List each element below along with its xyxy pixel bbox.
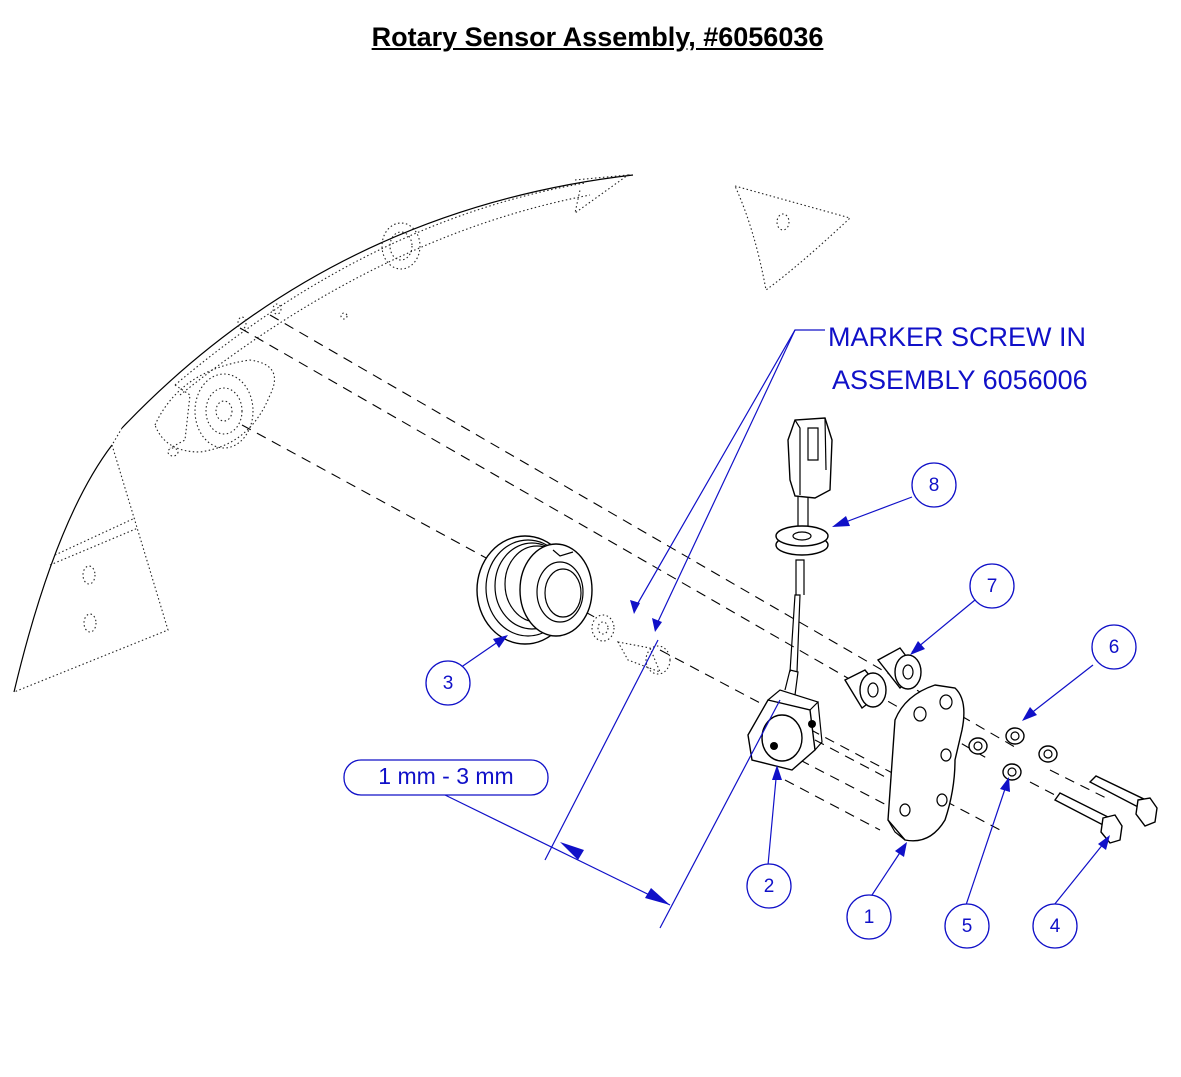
dimension-label: 1 mm - 3 mm <box>343 759 549 796</box>
callout-3: 3 <box>425 660 471 706</box>
callout-6: 6 <box>1091 624 1137 670</box>
part-8-grommet-connector <box>775 417 833 595</box>
part-1-bracket <box>887 684 965 842</box>
callout-5: 5 <box>944 903 990 949</box>
part-7-spacers <box>844 647 922 710</box>
callout-8: 8 <box>911 462 957 508</box>
dimension-label-text: 1 mm - 3 mm <box>378 763 513 789</box>
callout-4-text: 4 <box>1050 916 1061 937</box>
page-title: Rotary Sensor Assembly, #6056036 <box>371 22 824 52</box>
callout-4: 4 <box>1032 903 1078 949</box>
part-2-rotary-sensor <box>747 594 823 771</box>
part-4-bolts <box>1053 775 1158 844</box>
note-line-1: MARKER SCREW IN <box>828 322 1086 352</box>
callout-5-text: 5 <box>962 916 973 937</box>
callout-7: 7 <box>969 563 1015 609</box>
callout-2-text: 2 <box>764 876 775 897</box>
callout-1: 1 <box>846 894 892 940</box>
callout-1-text: 1 <box>864 907 875 928</box>
callout-8-text: 8 <box>929 475 940 496</box>
callout-2: 2 <box>746 863 792 909</box>
callout-6-text: 6 <box>1109 637 1120 658</box>
wheel-housing <box>13 174 852 693</box>
part-5-6-washers <box>968 727 1058 781</box>
note-line-2: ASSEMBLY 6056006 <box>832 365 1088 395</box>
marker-screw-note: MARKER SCREW IN ASSEMBLY 6056006 <box>828 322 1088 395</box>
annotation-leaders <box>444 329 1110 929</box>
marker-screw-parts <box>591 614 671 675</box>
callout-3-text: 3 <box>443 673 454 694</box>
callout-7-text: 7 <box>987 576 998 597</box>
part-3-pulley <box>476 535 593 645</box>
